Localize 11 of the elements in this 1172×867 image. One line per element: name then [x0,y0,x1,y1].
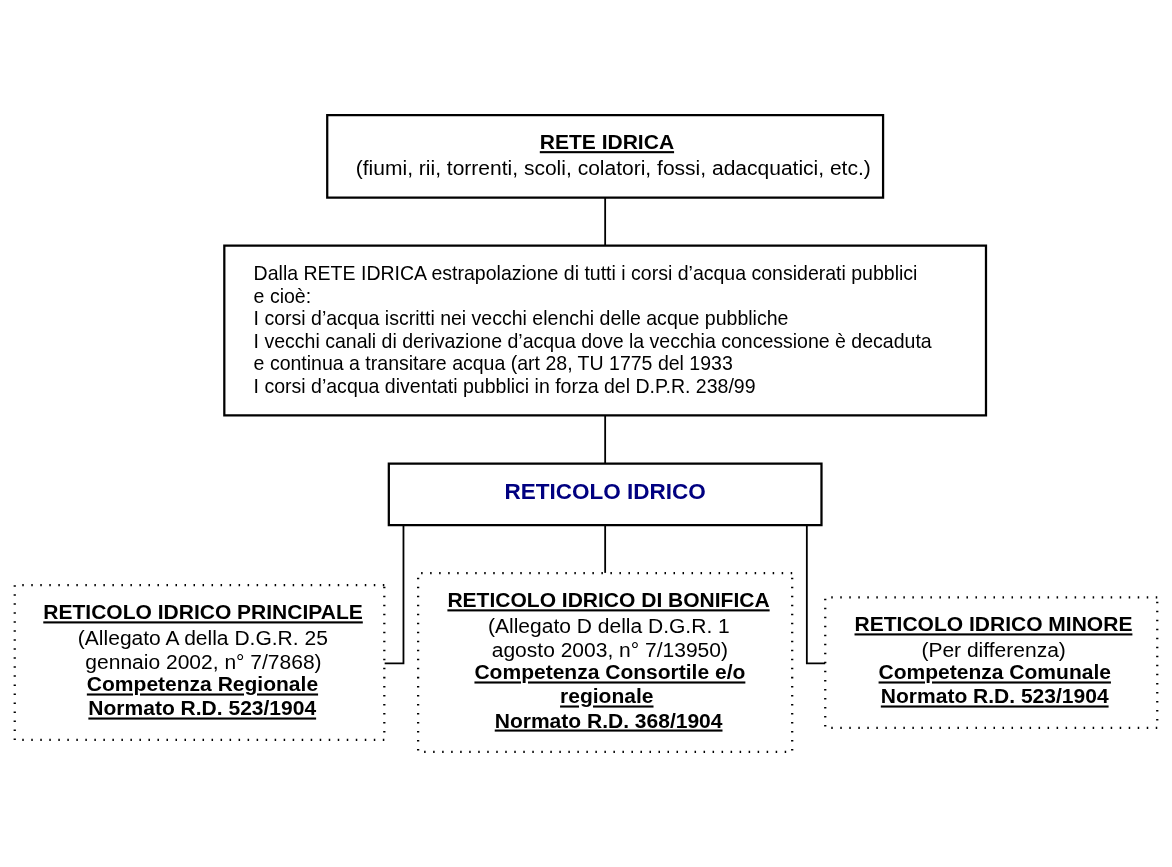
node-box: RETE IDRICA (fiumi, rii, torrenti, scoli, colatori, fossi, adacquatici, etc.) [326,113,885,199]
node-box: RETICOLO IDRICO DI BONIFICA (Allegato D della D.G.R. 1 agosto 2003, n° 7/13950) Competenza Consortile e/o regionale Normato R.D. 368/1904 [417,572,794,754]
node-box: RETICOLO IDRICO PRINCIPALE (Allegato A della D.G.R. 25 gennaio 2002, n° 7/7868) Competenza Regionale Normato R.D. 523/1904 [13,584,386,742]
connector [604,524,607,574]
connector [604,197,607,247]
node-box: Dalla RETE IDRICA estrapolazione di tutti i corsi d’acqua considerati pubblici e cioè: I corsi d’acqua iscritti nei vecchi elenchi delle acque pubbliche I vecchi canali di derivazione d’acqua dove la vecchia concessione è decaduta e continua a transitare acqua (art 28, TU 1775 del 1933 I corsi d’acqua diventati pubblici in forza del D.P.R. 238/99 [223,244,988,417]
node-box: RETICOLO IDRICO MINORE (Per differenza) Competenza Comunale Normato R.D. 523/1904 [824,596,1159,730]
connector [805,524,827,665]
node-box: RETICOLO IDRICO [387,462,823,527]
connector [604,414,607,465]
connector [383,524,405,665]
